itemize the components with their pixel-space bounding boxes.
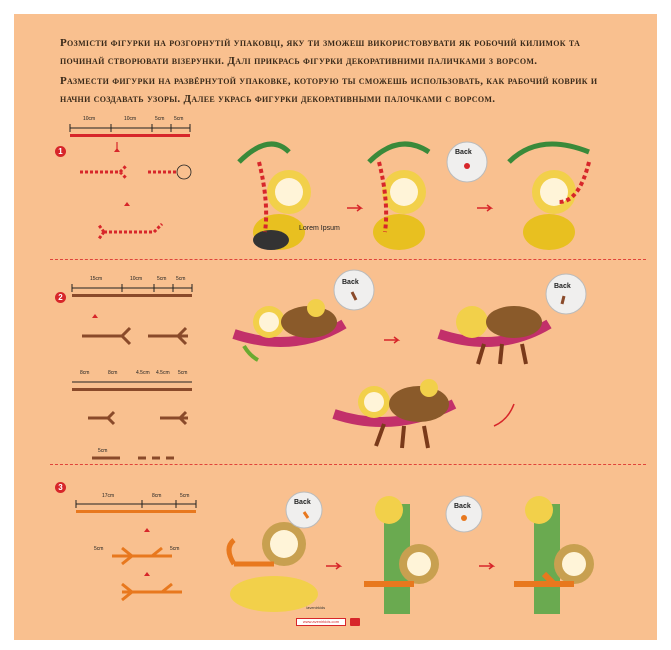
measure-label: 8cm	[80, 370, 89, 376]
sloth-figure	[514, 496, 594, 614]
arrow-curve-icon	[493, 403, 515, 427]
measure-label: 5cm	[155, 116, 164, 122]
measure-label: 8cm	[152, 493, 161, 499]
measure-label: 5cm	[174, 116, 183, 122]
sloth-figure	[232, 299, 347, 362]
step-3-number: 3	[55, 482, 66, 493]
measure-label: 17cm	[102, 493, 114, 499]
step-3-sloth-illustrations: Back Back	[226, 491, 594, 614]
back-label: Back	[342, 279, 359, 286]
measure-label: 5cm	[180, 493, 189, 499]
sloth-caption: Lorem Ipsum	[299, 225, 340, 232]
measure-label: 4.5cm	[156, 370, 170, 376]
sloth-figure	[364, 496, 439, 614]
section-divider	[50, 464, 646, 465]
section-divider	[50, 259, 646, 260]
measure-label: 8cm	[108, 370, 117, 376]
back-detail-circle: Back	[446, 141, 488, 183]
arrow-right-icon	[326, 562, 343, 570]
instruction-ukrainian: Розмісти фігурки на розгорнутій упаковці…	[60, 37, 581, 67]
measure-label: 5cm	[170, 546, 179, 552]
back-label: Back	[455, 149, 472, 156]
arrow-right-icon	[384, 336, 401, 344]
step-2-cutting-diagram: 15cm 10cm 5cm 5cm 8cm 8cm 4.5cm 4.5cm 5c…	[71, 276, 193, 460]
measure-label: 10cm	[124, 116, 136, 122]
step-3-cutting-diagram: 17cm 8cm 5cm 5cm 5cm	[75, 493, 197, 602]
arrow-right-icon	[347, 204, 364, 212]
instruction-russian: Размести фигурки на развёрнутой упаковке…	[60, 75, 598, 105]
measure-label: 5cm	[178, 370, 187, 376]
measure-label: 10cm	[83, 116, 95, 122]
instruction-sheet: Розмісти фігурки на розгорнутій упаковці…	[14, 14, 657, 640]
step-2-number: 2	[55, 292, 66, 303]
measure-label: 15cm	[90, 276, 102, 282]
sloth-figure	[367, 141, 431, 250]
measure-label: 10cm	[130, 276, 142, 282]
back-label: Back	[294, 499, 311, 506]
measure-label: 4.5cm	[136, 370, 150, 376]
facebook-link[interactable]: /avenirkids	[306, 605, 326, 610]
step-2-sloth-illustrations: Back Back	[232, 269, 587, 449]
website-link[interactable]: www.avenirkids.com	[296, 618, 346, 626]
back-detail-circle: Back	[285, 491, 323, 529]
back-label: Back	[554, 283, 571, 290]
sloth-figure: Lorem Ipsum	[237, 141, 340, 250]
sloth-figure	[226, 522, 318, 612]
step-1-number: 1	[55, 146, 66, 157]
arrow-right-icon	[477, 204, 494, 212]
sloth-figure	[437, 306, 552, 365]
arrow-right-icon	[479, 562, 496, 570]
back-detail-circle: Back	[545, 273, 587, 315]
step-1-cutting-diagram: 10cm 10cm 5cm 5cm	[69, 116, 192, 241]
back-detail-circle: Back	[445, 495, 483, 533]
back-detail-circle: Back	[333, 269, 375, 311]
sloth-figure	[507, 141, 591, 250]
measure-label: 5cm	[176, 276, 185, 282]
brand-logo	[350, 618, 360, 626]
sloth-figure	[332, 379, 457, 449]
measure-label: 5cm	[98, 448, 107, 454]
measure-label: 5cm	[157, 276, 166, 282]
back-label: Back	[454, 503, 471, 510]
step-1-sloth-illustrations: Lorem Ipsum Back	[237, 141, 591, 250]
measure-label: 5cm	[94, 546, 103, 552]
